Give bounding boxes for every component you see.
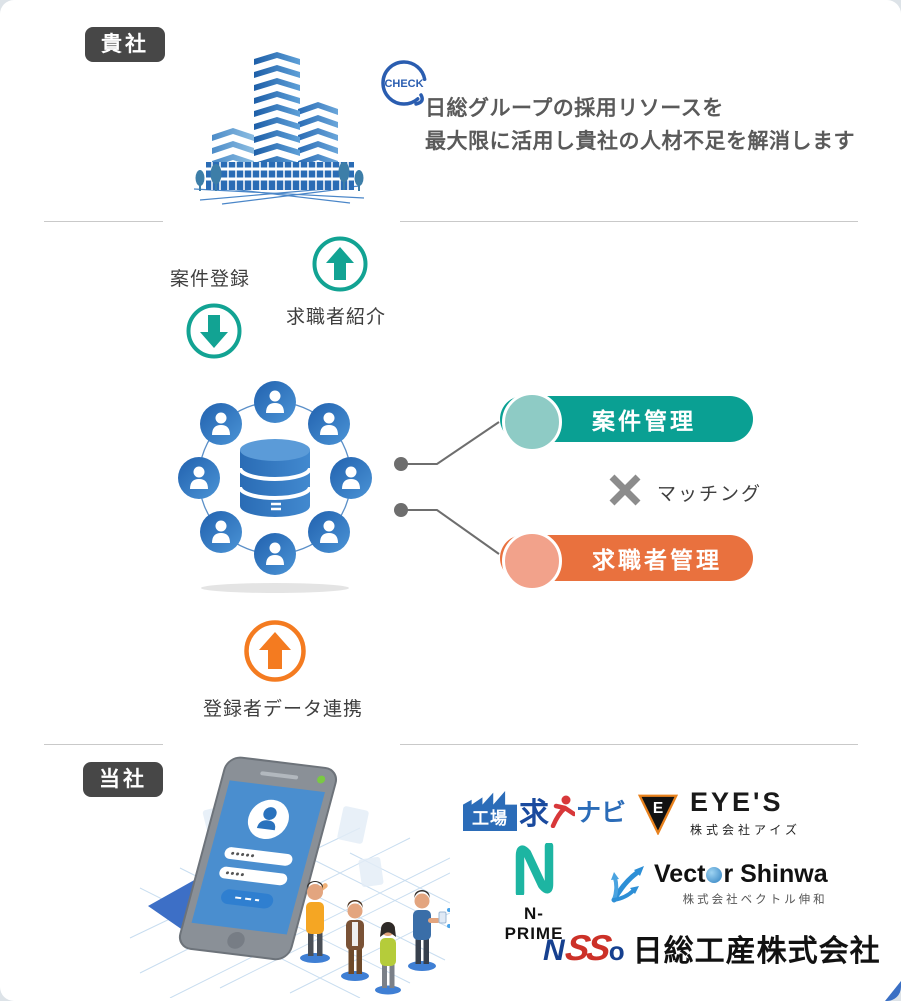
arrow-up-orange-circle-icon xyxy=(244,620,306,682)
client-company-label: 貴社 xyxy=(85,27,165,63)
arrow-up-circle-icon xyxy=(312,236,368,292)
eyes-subtitle: 株式会社アイズ xyxy=(690,823,802,837)
vector-title: Vect r Shinwa xyxy=(654,862,828,887)
nisso-mark: N SS o xyxy=(543,927,625,969)
database-icon xyxy=(238,439,312,517)
nisso-letters-ss: SS xyxy=(562,927,612,968)
eyes-mark-letter: E xyxy=(653,800,663,817)
case-registration-label: 案件登録 xyxy=(170,269,251,290)
logo-nisso[interactable]: N SS o 日総工産株式会社 xyxy=(543,926,881,970)
connector-lines xyxy=(394,421,500,555)
vector-globe-icon xyxy=(706,867,723,883)
divider-bottom-left xyxy=(44,744,163,745)
nprime-mark-icon xyxy=(515,841,554,898)
smartphone-illustration xyxy=(129,756,450,998)
our-company-label: 当社 xyxy=(83,762,163,798)
vector-arrows-icon xyxy=(611,866,644,903)
factory-text: 工場 xyxy=(472,809,508,828)
tree-icons xyxy=(195,162,364,191)
phone xyxy=(178,756,338,961)
registrant-data-link-label: 登録者データ連携 xyxy=(202,699,363,720)
logo-eyes[interactable]: E EYE'S 株式会社アイズ xyxy=(637,789,801,838)
divider-top-right xyxy=(400,221,858,222)
logo-nprime[interactable]: N-PRIME xyxy=(496,841,572,944)
headline-line1: 日総グループの採用リソースを xyxy=(425,97,724,120)
building-illustration xyxy=(193,52,365,205)
kyu-text: 求 xyxy=(519,798,549,831)
vector-subtitle: 株式会社ベクトル伸和 xyxy=(682,894,828,906)
people-figures xyxy=(300,881,450,995)
case-management-dot xyxy=(502,392,562,452)
arrow-down-circle-icon xyxy=(186,303,242,359)
factory-icon: 工場 xyxy=(463,791,517,831)
jobseeker-introduction-label: 求職者紹介 xyxy=(286,307,387,328)
jobseeker-management-dot xyxy=(502,531,562,591)
eyes-title: EYE'S xyxy=(690,787,784,817)
phone-input-1 xyxy=(224,847,293,866)
phone-led xyxy=(317,775,326,784)
divider-top-left xyxy=(44,221,163,222)
logo-vector-shinwa[interactable]: Vect r Shinwa 株式会社ベクトル伸和 xyxy=(608,862,828,907)
nisso-title: 日総工産株式会社 xyxy=(632,935,881,968)
corner-decoration xyxy=(885,981,901,1001)
check-badge-icon: CHECK xyxy=(381,60,427,106)
case-management-label: 案件管理 xyxy=(592,408,696,434)
headline-line2: 最大限に活用し貴社の人材不足を解消します xyxy=(425,130,855,153)
logo-koujou-kyuujin-navi[interactable]: 工場 求 ナビ xyxy=(463,789,626,833)
eyes-triangle-icon: E xyxy=(637,794,679,835)
database-hub-illustration xyxy=(178,381,372,593)
headline: 日総グループの採用リソースを 最大限に活用し貴社の人材不足を解消します xyxy=(425,92,855,158)
nisso-letter-o: o xyxy=(608,936,625,966)
x-mark-icon xyxy=(609,474,641,506)
hub-shadow xyxy=(201,583,349,593)
matching-label: マッチング xyxy=(657,484,763,505)
phone-input-2 xyxy=(219,866,288,886)
vector-title-part2: r Shinwa xyxy=(723,860,828,888)
navi-text: ナビ xyxy=(576,799,627,827)
vector-title-part1: Vect xyxy=(654,860,706,888)
nisso-letter-n: N xyxy=(543,934,565,967)
check-badge-text: CHECK xyxy=(384,78,423,90)
nprime-title: N-PRIME xyxy=(504,904,564,943)
divider-bottom-right xyxy=(400,744,858,745)
jobseeker-management-label: 求職者管理 xyxy=(592,547,722,573)
running-person-icon xyxy=(550,795,575,828)
